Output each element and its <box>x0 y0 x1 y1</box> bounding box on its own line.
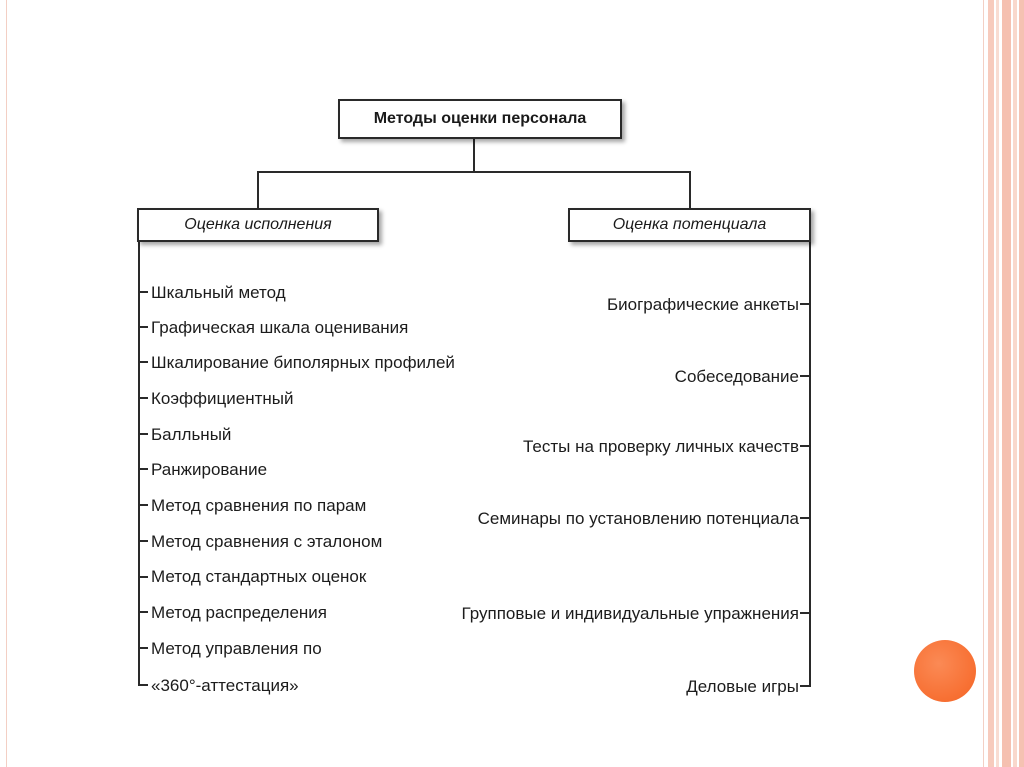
branch-node-label: Оценка потенциала <box>612 216 767 233</box>
right-list-item: Собеседование <box>674 367 799 386</box>
left-list-item: Шкалирование биполярных профилей <box>151 353 455 372</box>
left-list-item: Метод сравнения по парам <box>151 496 367 515</box>
decor-stripe <box>988 0 994 767</box>
right-list-item: Семинары по установлению потенциала <box>477 509 799 528</box>
right-list-item: Деловые игры <box>686 677 799 696</box>
left-list-item: Метод распределения <box>151 603 327 622</box>
root-node-label: Методы оценки персонала <box>373 110 587 127</box>
decor-stripe <box>1019 0 1024 767</box>
right-list-item: Групповые и индивидуальные упражнения <box>461 604 799 623</box>
decor-stripe <box>1013 0 1017 767</box>
decor-stripe <box>1002 0 1011 767</box>
accent-circle-decoration <box>914 640 976 702</box>
right-list-item: Биографические анкеты <box>607 295 799 314</box>
branch-node-performance: Оценка исполнения <box>137 208 379 242</box>
left-list-item: Коэффициентный <box>151 389 294 408</box>
left-list-item: «360°-аттестация» <box>151 676 299 695</box>
left-list-item: Метод сравнения с эталоном <box>151 532 383 551</box>
left-list-item: Ранжирование <box>151 460 268 479</box>
slide-frame <box>6 0 984 767</box>
left-list-item: Балльный <box>151 425 232 444</box>
root-node: Методы оценки персонала <box>338 99 622 139</box>
left-list-item: Графическая шкала оценивания <box>151 318 409 337</box>
right-list-item: Тесты на проверку личных качеств <box>522 437 799 456</box>
left-list-item: Шкальный метод <box>151 283 286 302</box>
branch-node-potential: Оценка потенциала <box>568 208 811 242</box>
branch-node-label: Оценка исполнения <box>184 216 332 233</box>
decor-stripe <box>996 0 999 767</box>
left-list-item: Метод стандартных оценок <box>151 567 367 586</box>
left-list-item: Метод управления по <box>151 639 322 658</box>
